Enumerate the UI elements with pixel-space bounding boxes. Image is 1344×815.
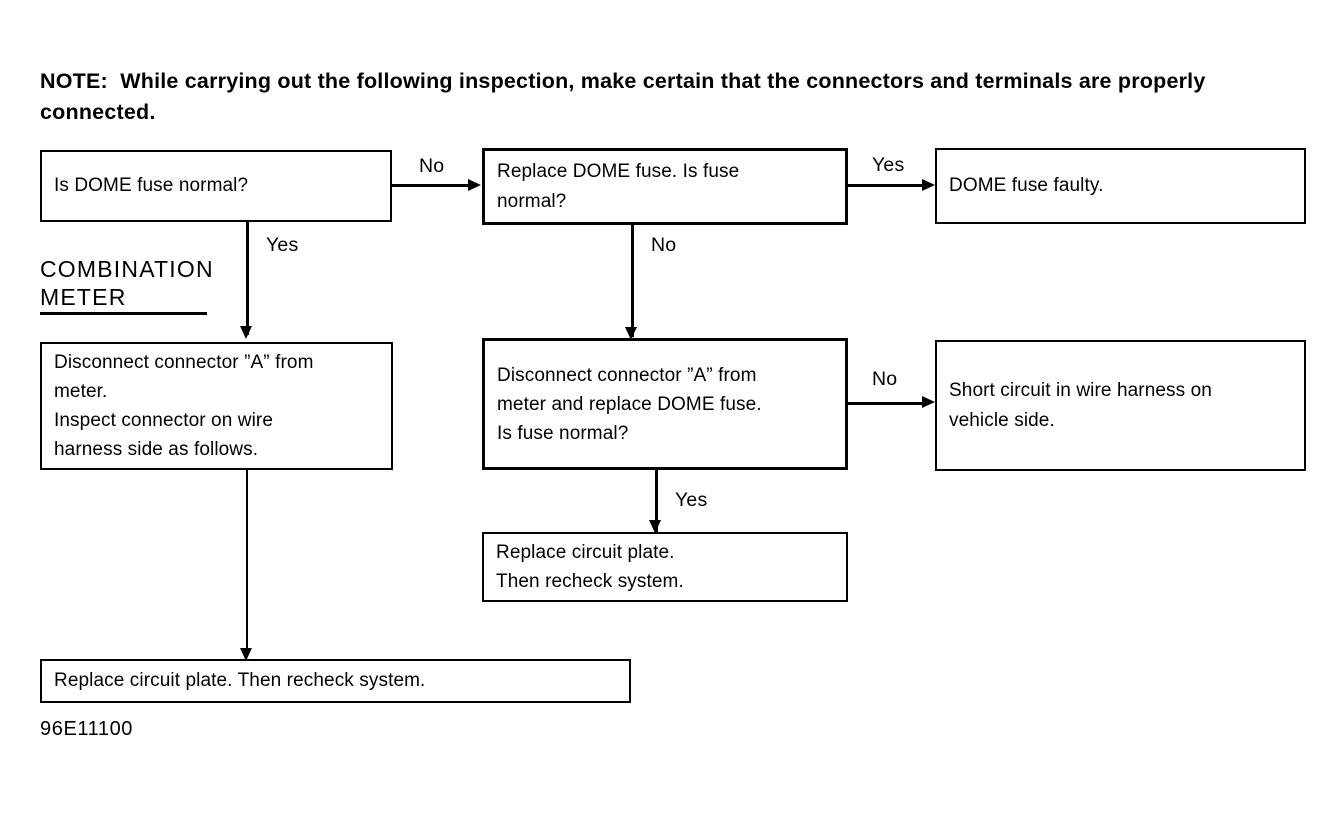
- node-short-circuit-wire-harness: Short circuit in wire harness on vehicle…: [935, 340, 1306, 471]
- edge-q3-to-r3-arrowhead: [649, 520, 661, 533]
- node-text-line: meter.: [54, 381, 108, 402]
- edge-a1-to-r4-arrowhead: [240, 648, 252, 661]
- section-heading: COMBINATION METER: [40, 255, 250, 311]
- node-text-line: normal?: [497, 190, 567, 212]
- edge-q1-to-q2: [392, 184, 470, 187]
- edge-label-no-q3-r2: No: [872, 368, 898, 390]
- edge-label-yes-q3-r3: Yes: [675, 489, 708, 511]
- note-paragraph: NOTE: While carrying out the following i…: [40, 66, 1315, 128]
- node-text-line: Then recheck system.: [496, 571, 684, 592]
- node-text-line: Replace circuit plate. Then recheck syst…: [54, 670, 426, 691]
- node-text-line: Replace circuit plate.: [496, 542, 675, 563]
- node-replace-circuit-plate-recheck: Replace circuit plate. Then recheck syst…: [482, 532, 848, 602]
- node-replace-dome-fuse: Replace DOME fuse. Is fuse normal?: [482, 148, 848, 225]
- section-heading-line-2: METER: [40, 284, 127, 310]
- edge-a1-to-r4: [246, 470, 248, 657]
- edge-q1-to-a1-arrowhead: [240, 326, 252, 339]
- node-text-line: vehicle side.: [949, 409, 1055, 431]
- node-text-line: Disconnect connector ”A” from: [497, 364, 757, 386]
- node-text-line: harness side as follows.: [54, 439, 259, 460]
- edge-q3-to-r3: [655, 470, 658, 532]
- edge-q3-to-r2: [848, 402, 928, 405]
- edge-label-yes-q1-a1: Yes: [266, 234, 299, 256]
- node-replace-circuit-plate-bottom: Replace circuit plate. Then recheck syst…: [40, 659, 631, 703]
- edge-q2-to-r1: [848, 184, 926, 187]
- edge-label-no-q1-q2: No: [419, 155, 445, 177]
- node-text-line: Short circuit in wire harness on: [949, 379, 1212, 401]
- edge-q1-to-q2-arrowhead: [468, 179, 481, 191]
- node-text-line: Disconnect connector ”A” from: [54, 352, 314, 373]
- edge-q2-to-r1-arrowhead: [922, 179, 935, 191]
- node-dome-fuse-faulty: DOME fuse faulty.: [935, 148, 1306, 224]
- edge-q3-to-r2-arrowhead: [922, 396, 935, 408]
- section-heading-line-1: COMBINATION: [40, 256, 214, 282]
- section-heading-rule: [40, 312, 207, 315]
- note-text: While carrying out the following inspect…: [40, 69, 1206, 124]
- node-text-line: Inspect connector on wire: [54, 410, 274, 431]
- node-text-line: Is fuse normal?: [497, 422, 629, 444]
- node-text-line: Is DOME fuse normal?: [54, 175, 249, 196]
- node-text-line: Replace DOME fuse. Is fuse: [497, 160, 740, 182]
- node-text-line: DOME fuse faulty.: [949, 175, 1104, 196]
- node-disconnect-connector-inspect: Disconnect connector ”A” from meter. Ins…: [40, 342, 393, 470]
- edge-q2-to-q3-arrowhead: [625, 327, 637, 340]
- node-text-line: meter and replace DOME fuse.: [497, 393, 762, 415]
- node-disconnect-and-replace-fuse: Disconnect connector ”A” from meter and …: [482, 338, 848, 470]
- node-is-dome-fuse-normal: Is DOME fuse normal?: [40, 150, 392, 222]
- edge-label-no-q2-q3: No: [651, 234, 677, 256]
- note-label: NOTE:: [40, 69, 108, 93]
- edge-q2-to-q3: [631, 225, 634, 337]
- edge-label-yes-q2-r1: Yes: [872, 154, 905, 176]
- figure-id: 96E11100: [40, 718, 134, 740]
- edge-q1-to-a1: [246, 222, 249, 335]
